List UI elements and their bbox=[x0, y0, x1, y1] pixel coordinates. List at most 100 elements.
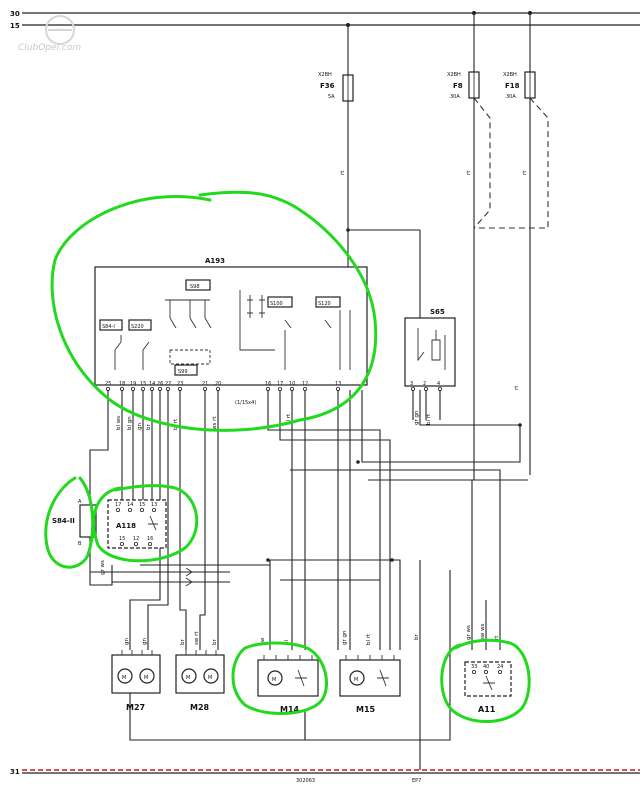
s84-ii-pin-b: B bbox=[78, 541, 82, 547]
motor-m28-symbol-2: M bbox=[208, 675, 212, 681]
a193-pin-number: 16 bbox=[265, 381, 271, 387]
m28-label: M28 bbox=[190, 703, 210, 712]
a118-top-pin-number: 13 bbox=[151, 502, 157, 508]
watermark-text: ClubOpel.com bbox=[18, 43, 81, 53]
a11-pin-number: 33 bbox=[471, 664, 477, 670]
a193-pin-number: 12 bbox=[302, 381, 308, 387]
wire-label-m28-3: br bbox=[212, 639, 218, 645]
a193-pin-number: 22 bbox=[165, 381, 171, 387]
a193-label: A193 bbox=[205, 257, 225, 265]
a118-top-pin-marker bbox=[139, 507, 144, 512]
fuse-f18-id: F18 bbox=[505, 82, 520, 90]
power-rails: 30 15 ClubOpel.com bbox=[10, 10, 640, 53]
motor-m15: M M15 bbox=[339, 659, 401, 714]
annotation-circle-m14 bbox=[231, 641, 328, 715]
a11-pin-marker bbox=[483, 670, 488, 675]
s65-pin-number: 4 bbox=[437, 381, 440, 387]
s84-ii-label: S84-II bbox=[52, 517, 75, 525]
s220-label: S220 bbox=[131, 324, 144, 330]
annotation-circle-a11 bbox=[440, 638, 531, 723]
wire-label-gn: gn bbox=[137, 423, 143, 430]
annotation-circle-s84-ii bbox=[44, 476, 95, 569]
wire-label-rt-f36: rt bbox=[340, 170, 346, 175]
module-a11: 33 40 24 A11 bbox=[464, 661, 512, 714]
s65-pin-row: 3 2 4 bbox=[410, 381, 442, 391]
s84-ii-pin-a: A bbox=[78, 499, 82, 505]
a11-pin-row: 33 40 24 bbox=[471, 664, 503, 675]
fuse-f18-location: X2BH bbox=[503, 72, 517, 78]
wire-label-bl-rt-3: bl rt bbox=[426, 413, 432, 425]
fuse-f36-location: X2BH bbox=[318, 72, 332, 78]
a11-pin-number: 40 bbox=[483, 664, 489, 670]
a11-pin-marker bbox=[497, 670, 502, 675]
motor-m27-symbol-2: M bbox=[144, 675, 148, 681]
s100-label: S100 bbox=[270, 301, 283, 307]
a118-top-pin-number: 17 bbox=[115, 502, 121, 508]
s65-pin-number: 2 bbox=[423, 381, 426, 387]
fuse-f36: X2BH F36 5A bbox=[318, 25, 354, 258]
s65-pin-number: 3 bbox=[410, 381, 413, 387]
a193-pin-number: 14 bbox=[149, 381, 155, 387]
s99-label: S99 bbox=[178, 369, 188, 375]
a118-bottom-pin-number: 16 bbox=[147, 536, 153, 542]
fuse-f36-id: F36 bbox=[320, 82, 335, 90]
a118-label: A118 bbox=[116, 522, 136, 530]
s120-label: S120 bbox=[318, 301, 331, 307]
wire-label-m27-1: gn bbox=[124, 638, 130, 645]
wire-label-sw-ws: sw ws bbox=[480, 623, 486, 640]
f8-f18-wiring: rt rt rt bbox=[340, 97, 549, 480]
a11-label: A11 bbox=[478, 705, 496, 714]
s65-label: S65 bbox=[430, 308, 445, 316]
a11-pin-number: 24 bbox=[497, 664, 503, 670]
motor-m28-symbol-1: M bbox=[186, 675, 190, 681]
a193-pin-number: 18 bbox=[119, 381, 125, 387]
ground-point: EP7 bbox=[412, 778, 421, 784]
a193-pin-number: 21 bbox=[202, 381, 208, 387]
motor-m14: M M14 bbox=[257, 659, 319, 714]
wire-label-ws-rt: ws rt bbox=[212, 416, 218, 430]
a118-bottom-pin-marker bbox=[133, 542, 138, 547]
a193-pin-number: 13 bbox=[335, 381, 341, 387]
m14-label: M14 bbox=[280, 705, 300, 714]
a193-pin-number: 17 bbox=[277, 381, 283, 387]
a118-top-pin-marker bbox=[127, 507, 132, 512]
a118-top-pin-marker bbox=[151, 507, 156, 512]
wire-label-gr-ws: gr ws bbox=[466, 625, 472, 640]
a193-output-wires: bl ws bl gn gn br bl rt ws rt bl rt gr g… bbox=[89, 385, 528, 770]
rail-15-label: 15 bbox=[10, 22, 20, 30]
annotation-circle-a118 bbox=[92, 484, 199, 563]
a193-pin-number: 25 bbox=[105, 381, 111, 387]
module-s65: S65 3 2 4 bbox=[404, 308, 456, 420]
wire-label-s84ii: gr ws bbox=[100, 560, 106, 575]
a193-pin-number: 20 bbox=[215, 381, 221, 387]
wire-label-m15-2: bl rt bbox=[366, 633, 372, 645]
rail-30-label: 30 bbox=[10, 10, 20, 18]
watermark-logo bbox=[45, 15, 75, 45]
wire-label-bl-rt-2: bl rt bbox=[286, 413, 292, 425]
fuse-f8: X2BH F8 30A bbox=[447, 13, 480, 100]
a118-bottom-pin-number: 12 bbox=[133, 536, 139, 542]
wire-label-bl-gn: bl gn bbox=[127, 416, 133, 430]
a11-pin-marker bbox=[471, 670, 476, 675]
fuse-f18-rating: 30A bbox=[506, 94, 516, 100]
a193-pin-number: 23 bbox=[177, 381, 183, 387]
rail-31-label: 31 bbox=[10, 768, 20, 776]
wire-label-rt-2: rt bbox=[514, 385, 520, 390]
wire-label-m28-1: br bbox=[180, 639, 186, 645]
m27-label: M27 bbox=[126, 703, 145, 712]
a193-connector-note: (1/15x4) bbox=[235, 400, 256, 406]
wire-label-m14-1: sw bbox=[260, 637, 266, 645]
wire-label-bl-rt: bl rt bbox=[173, 418, 179, 430]
wire-label-rt-3: rt bbox=[494, 635, 500, 640]
motor-m15-symbol: M bbox=[354, 677, 358, 683]
wire-label-bl-ws: bl ws bbox=[116, 416, 122, 430]
wire-label-br: br bbox=[146, 424, 152, 430]
fuse-f18: X2BH F18 30A bbox=[503, 13, 536, 100]
a193-pin-number: 26 bbox=[157, 381, 163, 387]
ground-ref: 302063 bbox=[296, 778, 315, 784]
m15-label: M15 bbox=[356, 705, 376, 714]
a118-bottom-pin-number: 15 bbox=[119, 536, 125, 542]
